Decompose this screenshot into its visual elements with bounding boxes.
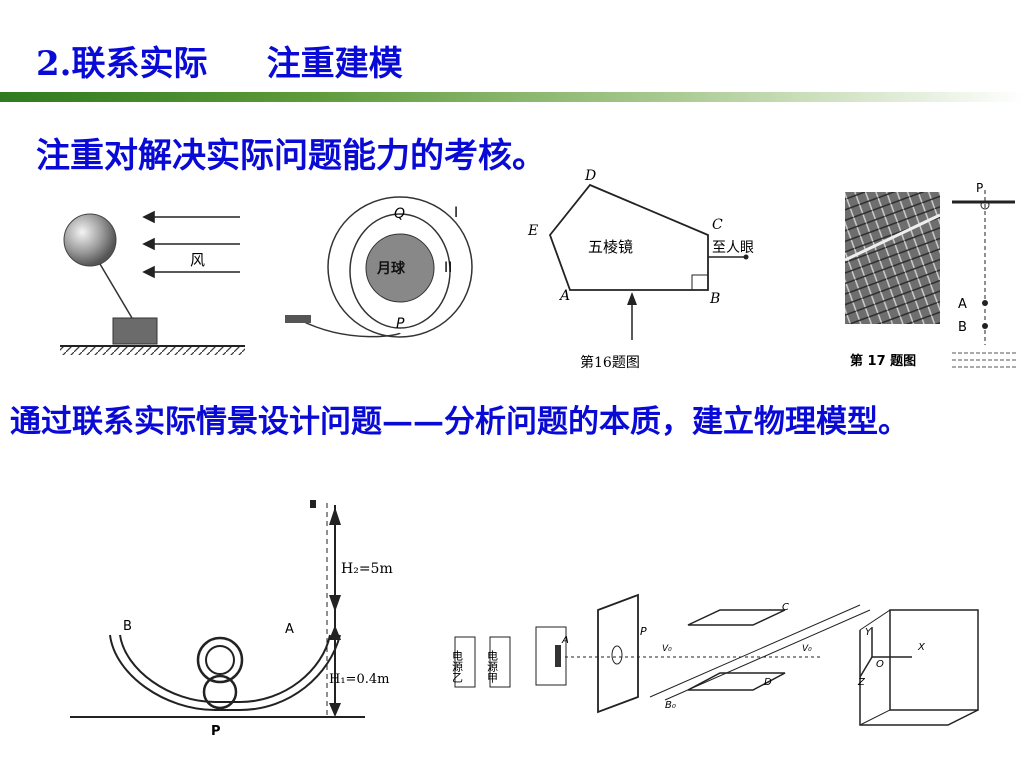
figure-17-caption: 第 17 题图 (850, 353, 916, 369)
point-p: P (211, 724, 221, 739)
plate-p (597, 593, 639, 714)
point-a: A (285, 622, 294, 637)
v0-label-1: V₀ (662, 644, 672, 654)
point-b: B (123, 619, 132, 634)
vertex-a: A (558, 288, 570, 304)
prism-outline (548, 183, 709, 291)
orbit-II (349, 213, 451, 329)
orbit-I (327, 196, 473, 338)
wind-arrows (142, 210, 240, 279)
spacecraft (285, 315, 311, 323)
label-c: C (782, 602, 789, 613)
axis-x: X (917, 642, 926, 653)
base-block (112, 317, 158, 345)
point-a: A (958, 297, 967, 312)
point-p-label: P (396, 316, 405, 332)
figure-16-caption: 第16题图 (580, 354, 640, 371)
h1-label: H₁=0.4m (329, 672, 389, 687)
vertex-b: B (709, 291, 720, 307)
slide-body-text: 通过联系实际情景设计问题——分析问题的本质，建立物理模型。 (10, 404, 909, 440)
orbit-ii-label: II (444, 260, 452, 276)
vertex-c: C (712, 217, 723, 233)
title-divider (0, 92, 1024, 102)
axis-z: Z (857, 677, 866, 688)
wind-label: 风 (190, 251, 205, 269)
origin-o: O (876, 659, 884, 670)
spool-top (196, 636, 244, 684)
moon-label: 月球 (376, 260, 406, 277)
eye-label: 至人眼 (712, 240, 754, 256)
photo (845, 192, 940, 324)
axis-y: Y (865, 627, 872, 638)
prism-label: 五棱镜 (588, 238, 633, 256)
orbit-i-label: I (454, 205, 458, 221)
v0-label-2: V₀ (802, 644, 812, 654)
source-1-label: 电源甲 (486, 650, 499, 683)
pentaprism-figure: D C E A B 五棱镜 至人眼 第16题图 (527, 168, 754, 371)
plate-c (687, 609, 786, 626)
field-apparatus-figure: 电源乙 电源甲 A P V₀ C D V₀ B₀ Y X Z O (451, 593, 979, 726)
vertex-e: E (527, 223, 538, 239)
point-p: P (976, 181, 983, 195)
point-b: B (958, 320, 967, 335)
vertex-d: D (584, 168, 596, 184)
plate-d (687, 672, 786, 691)
cube (889, 609, 979, 711)
label-d: D (764, 677, 772, 688)
ground-hatching (60, 347, 245, 355)
ball (63, 213, 117, 267)
moon (365, 233, 435, 303)
v-track-figure: B A P H₂=5m H₁=0.4m (70, 500, 393, 739)
slide-subtitle: 注重对解决实际问题能力的考核。 (36, 136, 546, 176)
wind-pendulum-figure: 风 (60, 210, 245, 355)
label-a: A (561, 635, 569, 646)
figure-17: 第 17 题图 P A B (844, 181, 1018, 369)
moon-orbit-figure: 月球 Q P I II (285, 196, 473, 338)
label-p: P (640, 625, 647, 638)
transfer-path (299, 319, 401, 338)
slide-title: 2.联系实际 注重建模 (36, 44, 403, 84)
h2-label: H₂=5m (341, 561, 393, 577)
source-2-label: 电源乙 (451, 650, 464, 683)
spool-bottom (202, 674, 238, 710)
string (99, 263, 133, 319)
point-q-label: Q (394, 206, 405, 222)
b0-label: B₀ (665, 700, 676, 711)
